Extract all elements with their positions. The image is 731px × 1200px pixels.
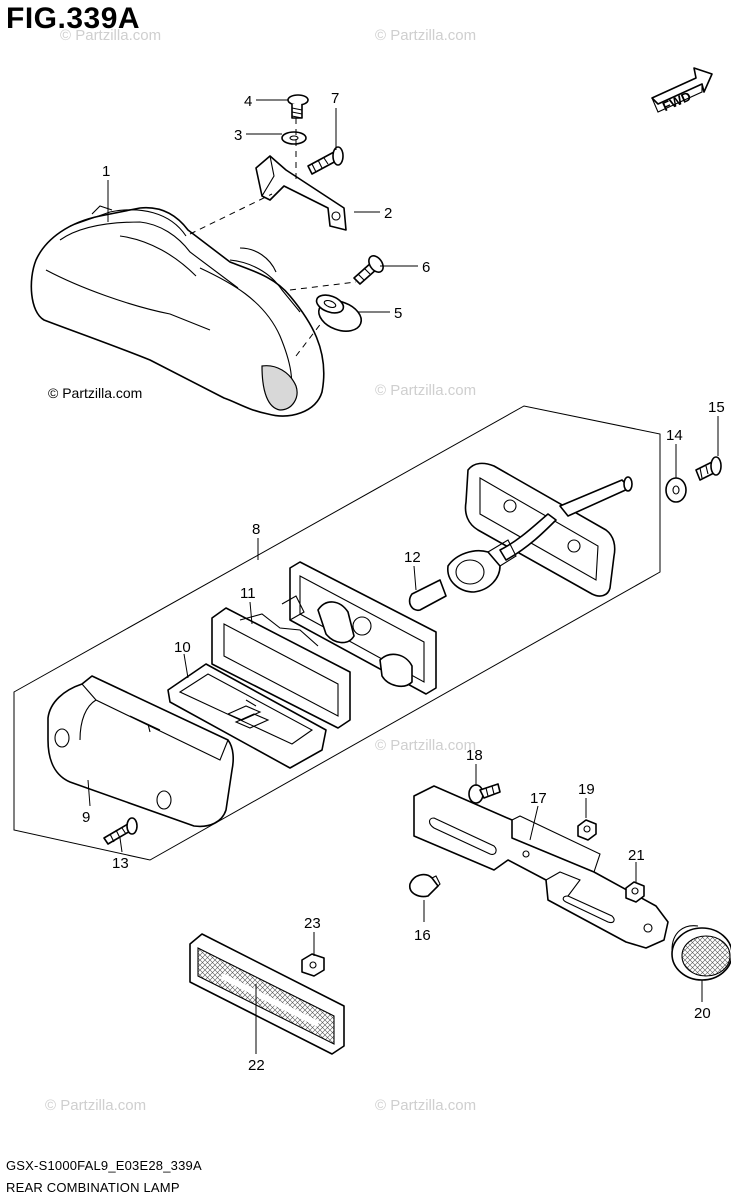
part-label-22: 22 [248, 1057, 265, 1074]
bulb-socket-12 [408, 539, 517, 612]
reflector-22 [189, 933, 345, 1055]
watermark-text: © Partzilla.com [45, 1097, 146, 1114]
lamp-lens-frame [281, 561, 437, 695]
figure-title: FIG.339A [6, 2, 141, 35]
part-label-13: 13 [112, 855, 129, 872]
bracket-17 [413, 785, 669, 949]
part-label-8: 8 [252, 521, 260, 538]
part-label-18: 18 [466, 747, 483, 764]
watermark-text: © Partzilla.com [375, 737, 476, 754]
part-label-5: 5 [394, 305, 402, 322]
license-lamp-assembly-outline [13, 405, 661, 861]
gasket-11 [211, 607, 351, 729]
nut-23 [301, 953, 325, 977]
part-label-3: 3 [234, 127, 242, 144]
washer-14 [665, 477, 687, 503]
fwd-arrow-badge: FWD [651, 67, 713, 114]
assembly-line [289, 281, 357, 291]
tail-lamp-housing [30, 205, 325, 417]
bulb-16 [409, 873, 441, 898]
copyright-text: © Partzilla.com [48, 385, 142, 401]
part-label-21: 21 [628, 847, 645, 864]
screw-4 [287, 94, 309, 119]
screw-15 [695, 456, 722, 481]
part-label-4: 4 [244, 93, 252, 110]
part-label-14: 14 [666, 427, 683, 444]
assembly-line [189, 193, 273, 235]
part-label-2: 2 [384, 205, 392, 222]
part-label-12: 12 [404, 549, 421, 566]
grommet-5 [315, 294, 363, 332]
mounting-bracket [255, 155, 347, 231]
assembly-line [295, 321, 323, 357]
tail-lens-9 [47, 675, 234, 828]
screw-13 [103, 817, 138, 845]
license-lamp-housing [464, 462, 633, 597]
watermark-text: © Partzilla.com [375, 27, 476, 44]
watermark-text: © Partzilla.com [375, 382, 476, 399]
figure-name: REAR COMBINATION LAMP [6, 1180, 180, 1195]
part-label-11: 11 [240, 585, 256, 602]
part-label-7: 7 [331, 90, 339, 107]
lens-cover-10 [167, 663, 327, 769]
part-label-19: 19 [578, 781, 595, 798]
screw-18 [468, 783, 501, 804]
part-label-16: 16 [414, 927, 431, 944]
part-label-1: 1 [102, 163, 110, 180]
watermark-text: © Partzilla.com [375, 1097, 476, 1114]
part-labels: 1 2 3 4 5 6 7 8 9 10 11 12 13 14 15 16 1… [82, 90, 725, 1074]
nut-21 [625, 881, 645, 903]
figure-code: GSX-S1000FAL9_E03E28_339A [6, 1158, 202, 1173]
watermark-text: © Partzilla.com [60, 27, 161, 44]
washer-3 [281, 131, 307, 145]
leader-lines [87, 99, 719, 1054]
part-label-17: 17 [530, 790, 547, 807]
screw-6 [353, 255, 384, 285]
part-label-15: 15 [708, 399, 725, 416]
part-label-9: 9 [82, 809, 90, 826]
reflector-20 [671, 925, 731, 981]
screw-7 [307, 146, 344, 175]
watermarks: © Partzilla.com © Partzilla.com © Partzi… [45, 27, 476, 1114]
nut-19 [577, 819, 597, 841]
part-label-6: 6 [422, 259, 430, 276]
part-label-23: 23 [304, 915, 321, 932]
part-label-10: 10 [174, 639, 191, 656]
part-label-20: 20 [694, 1005, 711, 1022]
